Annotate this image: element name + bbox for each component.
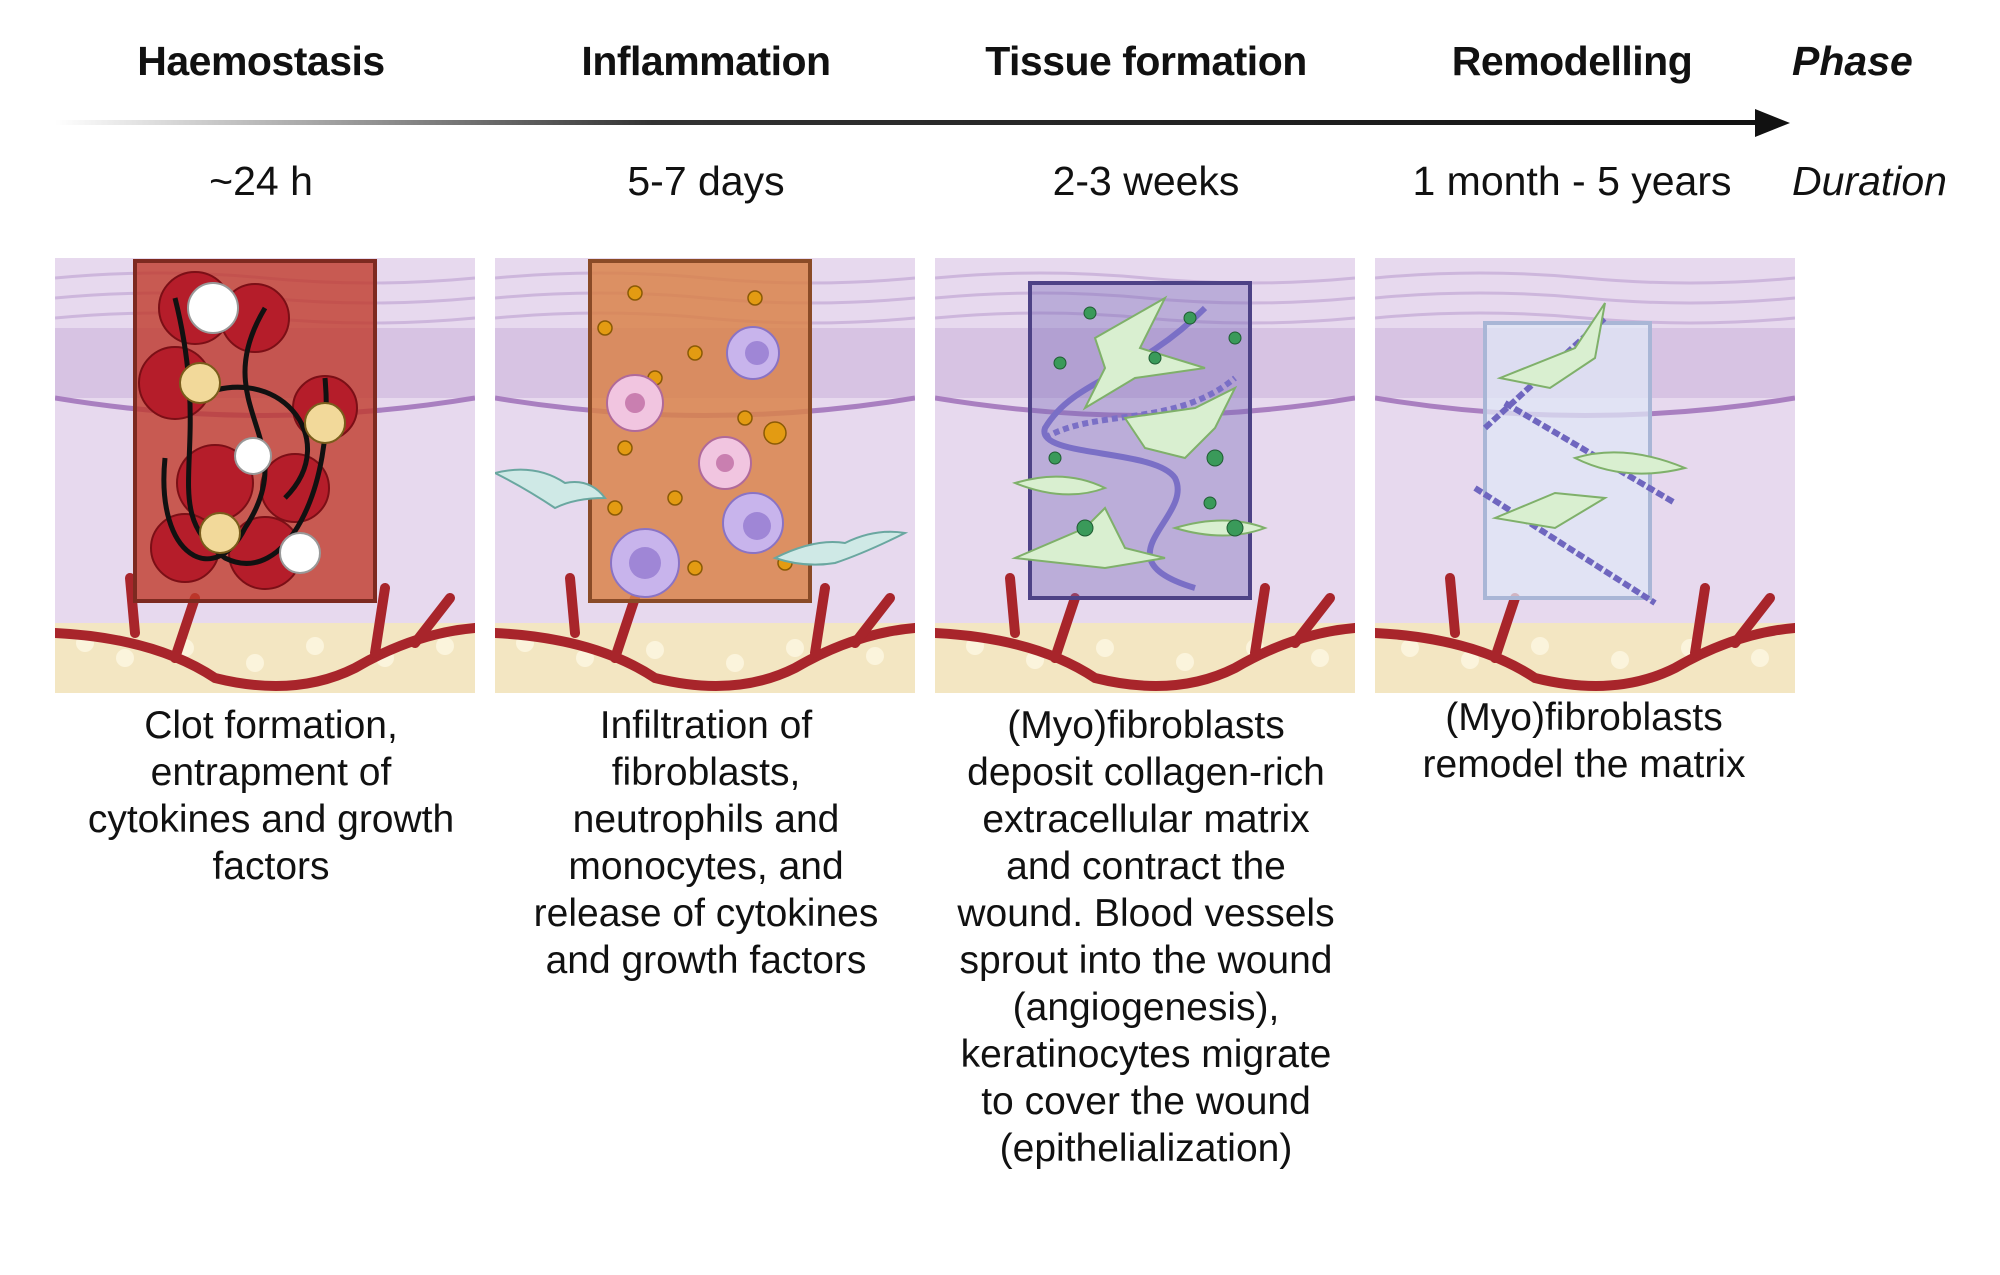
phase-label-inflammation: Inflammation: [581, 38, 831, 84]
description-remodelling: (Myo)fibroblasts remodel the matrix: [1422, 696, 1746, 786]
fibroblasts: [1491, 302, 1689, 530]
duration-label-haemostasis: ~24 h: [209, 158, 313, 204]
panel-inflammation: [495, 258, 915, 693]
duration-label-remodelling: 1 month - 5 years: [1412, 158, 1732, 204]
description-inflammation: Infiltration of fibroblasts, neutrophils…: [533, 704, 879, 982]
phase-label-haemostasis: Haemostasis: [137, 38, 385, 84]
phase-label-remodelling: Remodelling: [1451, 38, 1693, 84]
duration-row-key: Duration: [1792, 158, 1947, 204]
migrating-fibroblasts: [495, 468, 909, 566]
blood-vessel: [935, 573, 1355, 691]
neutrophils: [606, 374, 752, 490]
growth-factors: [1048, 306, 1244, 537]
phase-label-tissue-formation: Tissue formation: [985, 38, 1307, 84]
blood-vessel: [1375, 573, 1795, 691]
white-blood-cells: [187, 282, 321, 574]
blood-vessel: [55, 573, 475, 691]
description-tissue-formation: (Myo)fibroblasts deposit collagen-rich e…: [957, 704, 1335, 1170]
panel-tissue-formation: [935, 258, 1355, 693]
fibrin-strands: [161, 297, 329, 566]
duration-label-inflammation: 5-7 days: [627, 158, 785, 204]
duration-label-tissue-formation: 2-3 weeks: [1052, 158, 1240, 204]
phase-row-key: Phase: [1792, 38, 1913, 84]
platelets: [179, 362, 346, 554]
monocytes: [610, 326, 784, 598]
panel-remodelling: [1375, 258, 1795, 693]
panel-haemostasis: [55, 258, 475, 693]
blood-vessel: [495, 573, 915, 691]
timeline-arrow: [55, 109, 1790, 137]
description-haemostasis: Clot formation, entrapment of cytokines …: [87, 704, 455, 888]
